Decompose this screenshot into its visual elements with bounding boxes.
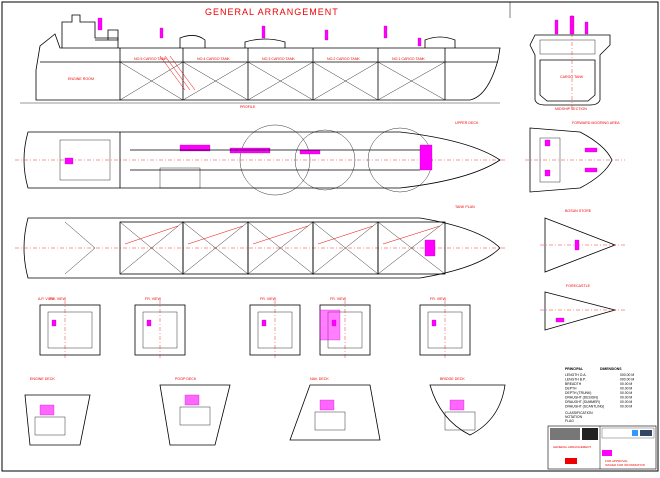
cargo-tank-plan — [377, 221, 446, 275]
deck-plan: POOP DECK — [159, 377, 231, 446]
particular-label: DRAUGHT (SUMMER) — [565, 400, 600, 404]
frame-section: FR. VIEW — [134, 297, 186, 360]
particular-label: LENGTH B.P. — [565, 378, 586, 382]
forecastle-plan: FORECASTLE — [540, 284, 625, 331]
title-block-status: FOR APPROVAL — [605, 459, 628, 463]
frame-section-label: FR. VIEW — [330, 297, 347, 301]
bosun-store-plan: BOSUN STORE — [540, 209, 625, 273]
particular-label: DEPTH (TRUNK) — [565, 391, 591, 395]
profile-view: NO.5 CARGO TANK NO.4 CARGO TANK NO.3 CARGO… — [20, 14, 501, 109]
deck-plan-label: BRIDGE DECK — [440, 377, 465, 381]
cargo-tank: NO.2 CARGO TANK — [312, 48, 379, 101]
deck-plan-label: NAV. DECK — [310, 377, 329, 381]
particulars-heading-dimensions: DIMENSIONS — [600, 367, 622, 371]
frame-section: FR. VIEW — [419, 297, 471, 360]
forward-mooring-label: FORWARD MOORING AREA — [572, 121, 620, 125]
particular-row: DRAUGHT (DESIGN) 00.00 M — [565, 396, 632, 400]
particular-row: DRAUGHT (SCANTLING) 00.00 M — [565, 405, 632, 409]
particular-row: DRAUGHT (SUMMER) 00.00 M — [565, 400, 632, 404]
particular-row: DEPTH (TRUNK) 00.00 M — [565, 391, 632, 395]
particular-label: BREADTH — [565, 382, 582, 386]
deck-plan: ENGINE DECK — [24, 377, 91, 446]
title-block-drawing-title: GENERAL ARRANGEMENT — [553, 445, 591, 449]
particular-value: 00.00 M — [620, 382, 632, 386]
particulars-heading: PRINCIPAL — [565, 367, 583, 371]
tank-plan: TANK PLAN — [15, 205, 505, 279]
forward-mooring-area: FORWARD MOORING AREA — [525, 121, 625, 193]
frame-section: FR. VIEW — [319, 297, 371, 360]
title-block-remark: ISSUED FOR INFORMATION — [605, 463, 645, 467]
particular-row: DEPTH 00.00 M — [565, 387, 632, 391]
deck-plan: NAV. DECK — [289, 377, 381, 441]
principal-particulars: PRINCIPAL DIMENSIONS LENGTH O.A. 000.00 M… — [565, 367, 634, 423]
upper-deck-label: UPPER DECK — [455, 121, 479, 125]
cargo-tank: NO.4 CARGO TANK — [182, 48, 249, 101]
frame-sections-row: FR. VIEW FR. VIEW FR. VIEW FR. VIEW FR. VIEW… — [38, 297, 471, 360]
title-block: GENERAL ARRANGEMENT FOR APPROVAL ISSUED … — [547, 425, 657, 470]
engine-room-label: ENGINE ROOM — [68, 77, 94, 81]
cargo-tank-label: NO.5 CARGO TANK — [134, 57, 167, 61]
particular-row: LENGTH O.A. 000.00 M — [565, 373, 634, 377]
frame-section-label: FR. VIEW — [260, 297, 277, 301]
note: CLASSIFICATION — [565, 411, 593, 415]
midship-section-label: MIDSHIP SECTION — [555, 107, 587, 111]
particular-value: 00.00 M — [620, 405, 632, 409]
cargo-tank-section-label: CARGO TANK — [560, 75, 584, 79]
frame-section: FR. VIEW — [39, 297, 101, 360]
cargo-tank-label: NO.3 CARGO TANK — [262, 57, 295, 61]
cargo-tank: NO.1 CARGO TANK — [377, 48, 446, 101]
drawing-title: GENERAL ARRANGEMENT — [205, 7, 339, 17]
particular-value: 00.00 M — [620, 400, 632, 404]
particular-value: 00.00 M — [620, 391, 632, 395]
note: NOTATION — [565, 415, 583, 419]
particular-value: 000.00 M — [620, 378, 634, 382]
profile-view-label: PROFILE — [240, 105, 256, 109]
cargo-tank-plan — [247, 221, 314, 275]
deck-plan: BRIDGE DECK — [429, 377, 506, 436]
forecastle-label: FORECASTLE — [566, 284, 591, 288]
particular-label: DRAUGHT (SCANTLING) — [565, 405, 604, 409]
upper-deck-plan: UPPER DECK — [15, 121, 505, 196]
particular-value: 00.00 M — [620, 396, 632, 400]
frame-section: FR. VIEW — [249, 297, 301, 360]
particular-label: LENGTH O.A. — [565, 373, 587, 377]
particular-value: 000.00 M — [620, 373, 634, 377]
bosun-store-label: BOSUN STORE — [565, 209, 592, 213]
cargo-tank-label: NO.4 CARGO TANK — [197, 57, 230, 61]
particular-value: 00.00 M — [620, 387, 632, 391]
frame-section-label: A.P. VIEW — [38, 297, 55, 301]
cargo-tank-label: NO.1 CARGO TANK — [392, 57, 425, 61]
note: FLAG — [565, 419, 574, 423]
particular-row: LENGTH B.P. 000.00 M — [565, 378, 634, 382]
frame-section-label: FR. VIEW — [430, 297, 447, 301]
deck-plans-row: ENGINE DECK POOP DECK NAV. DECK BRIDGE DECK — [24, 377, 506, 446]
cargo-tank: NO.3 CARGO TANK — [247, 48, 314, 101]
deck-plan-label: POOP DECK — [175, 377, 197, 381]
particular-row: BREADTH 00.00 M — [565, 382, 632, 386]
deck-plan-label: ENGINE DECK — [30, 377, 55, 381]
frame-section-label: FR. VIEW — [50, 297, 67, 301]
cargo-tank: NO.5 CARGO TANK — [119, 48, 184, 101]
cargo-tank-label: NO.2 CARGO TANK — [327, 57, 360, 61]
particular-label: DEPTH — [565, 387, 577, 391]
particular-label: DRAUGHT (DESIGN) — [565, 396, 598, 400]
midship-section: CARGO TANK MIDSHIP SECTION — [529, 15, 611, 111]
frame-section-label: FR. VIEW — [145, 297, 162, 301]
tank-plan-label: TANK PLAN — [455, 205, 475, 209]
